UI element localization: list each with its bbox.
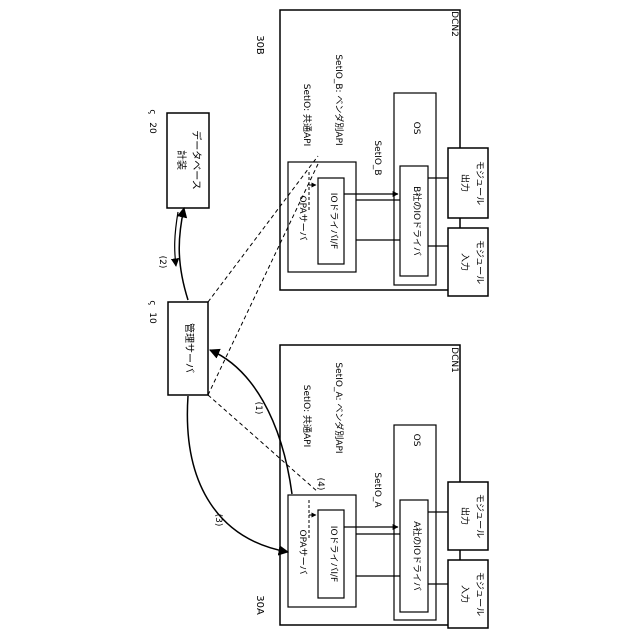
instrumentation-database: 計装 データベース ς 20 <box>147 109 209 208</box>
dcn1-output-module-line2: モジュール <box>474 494 484 538</box>
database-label-line2: データベース <box>190 130 203 190</box>
dcn1-vendor-driver-label: A社のIOドライバ <box>411 521 423 591</box>
dcn1-input-module-line2: モジュール <box>474 572 484 616</box>
step2-arrow-back <box>175 212 178 266</box>
step1-label: (1) <box>253 402 263 415</box>
step3-label: (3) <box>213 514 223 527</box>
management-server-ref: 10 <box>147 312 157 324</box>
dcn2-name: DCN2 <box>449 11 459 37</box>
dcn1-setio-label: SetIO_A <box>372 472 382 508</box>
dcn2-setio-label: SetIO_B <box>372 140 382 175</box>
dcn1-common-api: SetIO: 共通API <box>301 385 312 448</box>
dcn1-os-label: OS <box>411 434 421 447</box>
database-ref: 20 <box>147 122 157 134</box>
step2-label: (2) <box>157 256 167 269</box>
dcn2-output-module-line1: 出力 <box>459 174 471 192</box>
management-server: 管理サーバ ς 10 <box>147 300 208 395</box>
dcn2-vendor-api: SetIO_B: ベンダ別API <box>333 54 345 145</box>
dcn2-ref: 30B <box>254 35 265 55</box>
dcn2-input-module-line1: 入力 <box>459 253 471 271</box>
dcn1-ref: 30A <box>254 595 265 615</box>
dcn1-input-module-line1: 入力 <box>459 585 471 603</box>
dcn2-vendor-driver-label: B社のIOドライバ <box>411 186 423 256</box>
dcn2-os-label: OS <box>411 122 421 135</box>
database-ref-number: ς <box>147 109 157 114</box>
dcn2-io-driver-if-label: IOドライバI/F <box>328 193 339 249</box>
dcn1-name: DCN1 <box>449 347 459 373</box>
dcn2-opa-server-label: OPAサーバ <box>297 195 308 240</box>
management-server-label: 管理サーバ <box>183 323 196 373</box>
dcn1-output-module-line1: 出力 <box>459 507 471 525</box>
dcn1-node: 30A DCN1 SetIO: 共通API SetIO_A: ベンダ別API O… <box>254 345 488 628</box>
step2-arrow <box>179 208 188 300</box>
database-label-line1: 計装 <box>175 150 188 170</box>
management-server-ref-mark: ς <box>147 300 157 305</box>
dcn2-common-api: SetIO: 共通API <box>301 84 312 147</box>
dcn1-opa-server-label: OPAサーバ <box>297 529 308 574</box>
dcn2-node: 30B DCN2 SetIO: 共通API SetIO_B: ベンダ別API O… <box>254 10 488 296</box>
database-box <box>167 113 209 208</box>
dcn2-output-module-line2: モジュール <box>474 161 484 205</box>
dcn2-input-module-line2: モジュール <box>474 240 484 284</box>
step4-label: (4) <box>315 478 325 491</box>
dcn1-io-driver-if-label: IOドライバI/F <box>328 526 339 582</box>
dcn1-vendor-api: SetIO_A: ベンダ別API <box>333 362 345 453</box>
